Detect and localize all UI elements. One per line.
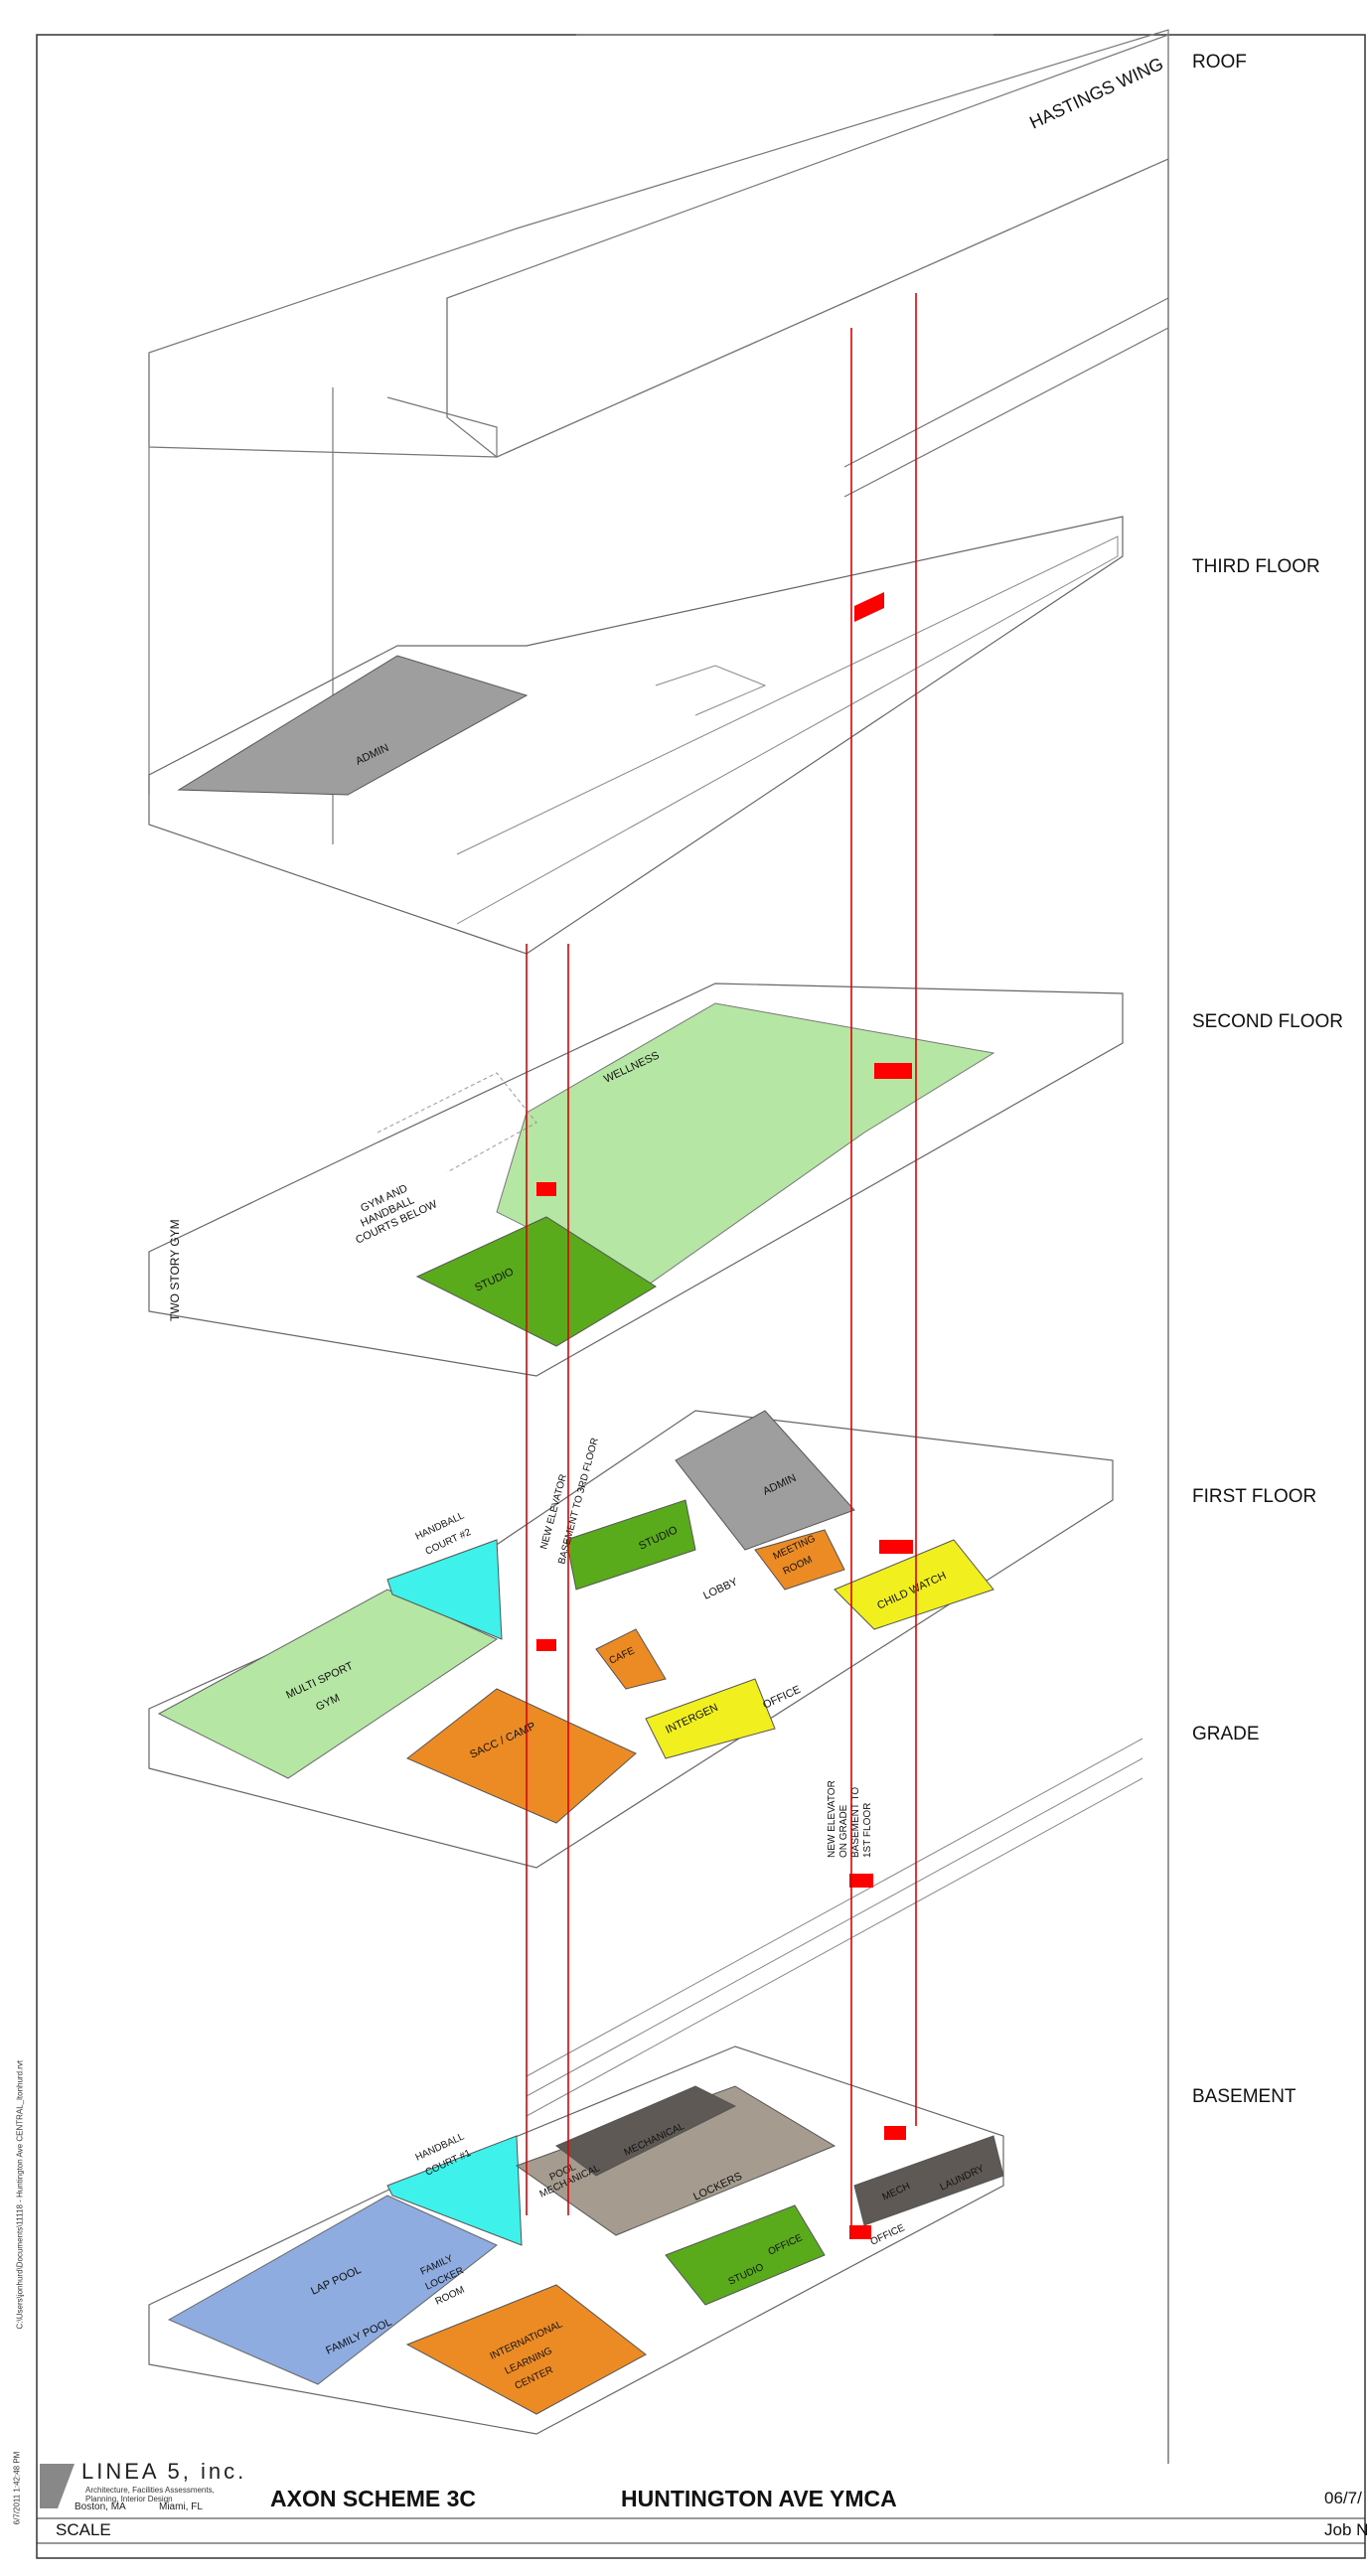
base-office2-label: OFFICE	[869, 2222, 907, 2248]
city-boston: Boston, MA	[75, 2501, 126, 2512]
timestamp: 6/7/2011 1:42:48 PM	[12, 2451, 22, 2525]
roof-level	[148, 29, 1169, 844]
firm-name: LINEA 5, inc.	[81, 2459, 247, 2484]
file-path: C:\Users\jonhurd\Documents\11118 - Hunti…	[15, 2059, 25, 2330]
grade-elevator-3: BASEMENT TO	[850, 1787, 861, 1858]
second-floor	[148, 983, 1124, 1377]
grade-elevator-4: 1ST FLOOR	[862, 1803, 873, 1858]
first-floor	[148, 1410, 1114, 1869]
third-floor	[148, 516, 1124, 955]
floor-label-roof: ROOF	[1192, 52, 1247, 73]
floor-label-first: FIRST FLOOR	[1192, 1486, 1317, 1507]
first-lobby-label: LOBBY	[701, 1576, 740, 1602]
two-story-gym-label: TWO STORY GYM	[168, 1219, 182, 1321]
basement-level	[148, 2046, 1004, 2435]
first-office-label: OFFICE	[761, 1684, 803, 1712]
floor-label-second: SECOND FLOOR	[1192, 1011, 1344, 1032]
elevator-shafts	[526, 293, 917, 2225]
scheme-title: AXON SCHEME 3C	[270, 2486, 477, 2511]
hastings-wing-label: HASTINGS WING	[1026, 54, 1166, 133]
firm-sub-2: Planning, Interior Design	[85, 2495, 173, 2503]
city-miami: Miami, FL	[159, 2501, 203, 2512]
scale-label: SCALE	[56, 2520, 111, 2539]
floor-label-third: THIRD FLOOR	[1192, 556, 1320, 577]
sheet-date: 06/7/	[1324, 2489, 1362, 2507]
firm-sub-1: Architecture, Facilities Assessments,	[85, 2486, 215, 2495]
firm-logo-mark	[40, 2464, 75, 2508]
floor-label-grade: GRADE	[1192, 1724, 1260, 1744]
job-number-label: Job N	[1324, 2520, 1369, 2539]
grade-elevator-1: NEW ELEVATOR	[827, 1780, 837, 1858]
grade-level	[526, 1738, 1143, 2117]
grade-elevator-2: ON GRADE	[838, 1804, 849, 1858]
project-title: HUNTINGTON AVE YMCA	[621, 2486, 897, 2511]
floor-label-basement: BASEMENT	[1192, 2086, 1296, 2107]
